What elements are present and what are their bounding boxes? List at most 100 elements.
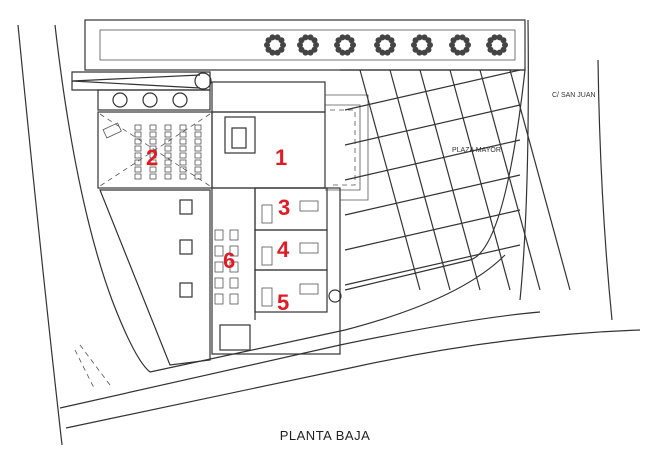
cabinet bbox=[261, 204, 273, 224]
seat bbox=[194, 173, 202, 180]
street-edge-far bbox=[597, 59, 613, 321]
seat bbox=[164, 138, 172, 145]
seat bbox=[194, 159, 202, 166]
tree-icon bbox=[491, 34, 498, 41]
seat bbox=[149, 138, 157, 145]
seating-rows bbox=[134, 124, 202, 180]
tree-icon bbox=[265, 46, 272, 53]
plaza-path bbox=[419, 69, 481, 291]
seat bbox=[134, 166, 142, 173]
column-circle bbox=[194, 72, 212, 90]
seat bbox=[194, 166, 202, 173]
terrace bbox=[325, 104, 361, 191]
seat bbox=[179, 159, 187, 166]
tree-icon bbox=[411, 42, 417, 48]
seat bbox=[134, 152, 142, 159]
plaza-path bbox=[344, 69, 521, 111]
seat bbox=[229, 229, 239, 241]
desk bbox=[299, 283, 319, 295]
room-2-diagonals bbox=[99, 113, 211, 187]
plaza-path bbox=[344, 139, 521, 181]
seat bbox=[179, 166, 187, 173]
room-3 bbox=[254, 187, 328, 231]
road-edge-lower bbox=[65, 329, 641, 429]
seat bbox=[229, 261, 239, 273]
plaza-path bbox=[389, 69, 451, 291]
seat bbox=[229, 277, 239, 289]
ramp bbox=[71, 71, 211, 91]
seat bbox=[164, 159, 172, 166]
seat bbox=[214, 277, 224, 289]
seat bbox=[164, 166, 172, 173]
plaza-path bbox=[479, 69, 541, 291]
desk bbox=[299, 242, 319, 254]
seat bbox=[149, 166, 157, 173]
seat bbox=[149, 159, 157, 166]
tree-icon bbox=[311, 37, 318, 44]
access-path bbox=[74, 344, 111, 391]
seat bbox=[164, 145, 172, 152]
planter bbox=[179, 199, 193, 215]
room-5 bbox=[254, 269, 328, 313]
seat bbox=[194, 152, 202, 159]
tree-icon bbox=[454, 34, 461, 41]
tree-icon bbox=[348, 37, 355, 44]
terrace-outline bbox=[325, 94, 369, 201]
plaza-grid bbox=[344, 69, 571, 291]
storage bbox=[219, 324, 251, 351]
street-edge-inner bbox=[54, 24, 151, 373]
tree-icon bbox=[334, 42, 340, 48]
seat bbox=[214, 229, 224, 241]
tree-icon bbox=[463, 37, 470, 44]
planter-circle bbox=[112, 92, 128, 108]
seat bbox=[194, 145, 202, 152]
room-number-2: 2 bbox=[146, 145, 159, 170]
desk bbox=[299, 200, 319, 212]
plaza-path bbox=[359, 69, 421, 291]
plaza-path bbox=[344, 174, 521, 216]
planter-strip bbox=[97, 89, 211, 111]
tree-icon bbox=[449, 42, 455, 48]
tree-icon bbox=[374, 42, 380, 48]
desk bbox=[102, 122, 122, 139]
tree-icon bbox=[388, 37, 395, 44]
seat bbox=[194, 138, 202, 145]
tree-icon bbox=[335, 46, 342, 53]
street-label: C/ SAN JUAN bbox=[552, 92, 596, 99]
tree-icon bbox=[384, 49, 391, 56]
seat bbox=[214, 293, 224, 305]
seat bbox=[214, 261, 224, 273]
tree-icon bbox=[390, 42, 396, 48]
tree-icon bbox=[502, 42, 508, 48]
plan-title: PLANTA BAJA bbox=[279, 428, 371, 443]
cabinet bbox=[261, 246, 273, 266]
stairs bbox=[224, 116, 256, 154]
room-number-1: 1 bbox=[275, 145, 288, 170]
seat bbox=[214, 245, 224, 257]
road-edge-upper bbox=[59, 311, 541, 409]
tree-icon bbox=[302, 34, 309, 41]
tree-icon bbox=[274, 49, 281, 56]
seat bbox=[134, 145, 142, 152]
cabinet bbox=[261, 287, 273, 307]
room-number-5: 5 bbox=[277, 290, 290, 315]
tree-icon bbox=[350, 42, 356, 48]
seat bbox=[194, 124, 202, 131]
sidewalk-edge bbox=[149, 254, 506, 373]
elevator bbox=[231, 127, 247, 149]
room-number-6: 6 bbox=[223, 248, 236, 273]
room-number-3: 3 bbox=[278, 195, 291, 220]
seat bbox=[229, 245, 239, 257]
seat bbox=[179, 173, 187, 180]
seat bbox=[179, 145, 187, 152]
plaza-path bbox=[344, 104, 521, 146]
seat bbox=[149, 152, 157, 159]
tree-icon bbox=[379, 34, 386, 41]
plaza-path bbox=[449, 69, 511, 291]
tree-icon bbox=[269, 34, 276, 41]
seat bbox=[149, 124, 157, 131]
tree-icon bbox=[425, 37, 432, 44]
tree-icon bbox=[487, 46, 494, 53]
